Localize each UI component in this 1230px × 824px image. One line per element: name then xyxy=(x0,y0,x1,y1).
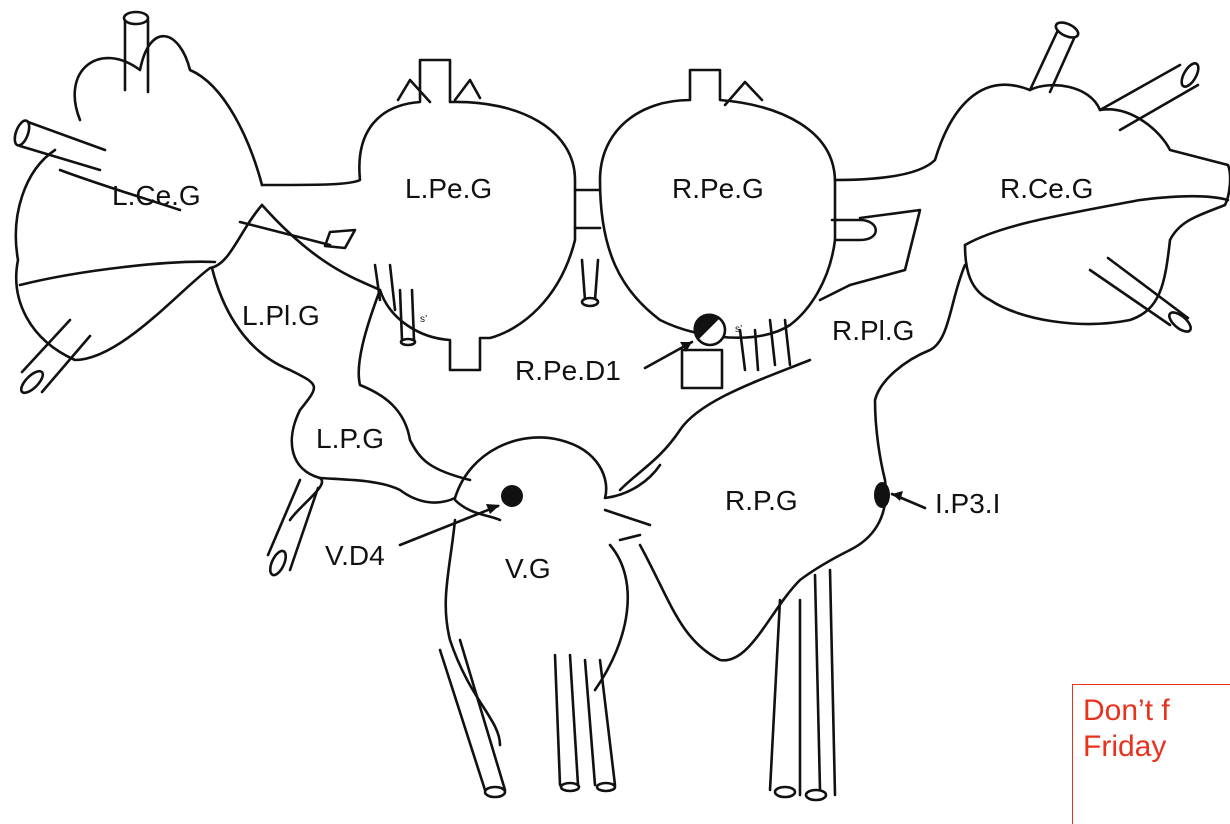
label-r-p-g: R.P.G xyxy=(725,485,798,516)
reminder-callout: Don’t f Friday xyxy=(1072,684,1230,824)
label-v-d4: V.D4 xyxy=(325,540,385,571)
i-p3-i-neuron-marker xyxy=(874,482,890,508)
label-si-left: s’ xyxy=(420,314,427,325)
reminder-line-1: Don’t f xyxy=(1083,693,1230,729)
label-l-p-g: L.P.G xyxy=(316,423,384,454)
label-i-p3-i: I.P3.I xyxy=(935,488,1000,519)
reminder-line-2: Friday xyxy=(1083,729,1230,765)
label-l-pe-g: L.Pe.G xyxy=(405,173,492,204)
visceral-ganglion xyxy=(440,437,660,797)
label-l-ce-g: L.Ce.G xyxy=(112,180,201,211)
pointer-arrows xyxy=(400,342,925,545)
v-d4-neuron-marker xyxy=(501,485,523,507)
label-l-pl-g: L.Pl.G xyxy=(242,300,320,331)
label-r-pe-g: R.Pe.G xyxy=(672,173,764,204)
label-v-g: V.G xyxy=(505,553,551,584)
label-r-ce-g: R.Ce.G xyxy=(1000,173,1093,204)
label-r-pl-g: R.Pl.G xyxy=(832,315,914,346)
label-r-pe-d1: R.Pe.D1 xyxy=(515,355,621,386)
label-si-right: s’ xyxy=(735,324,742,335)
